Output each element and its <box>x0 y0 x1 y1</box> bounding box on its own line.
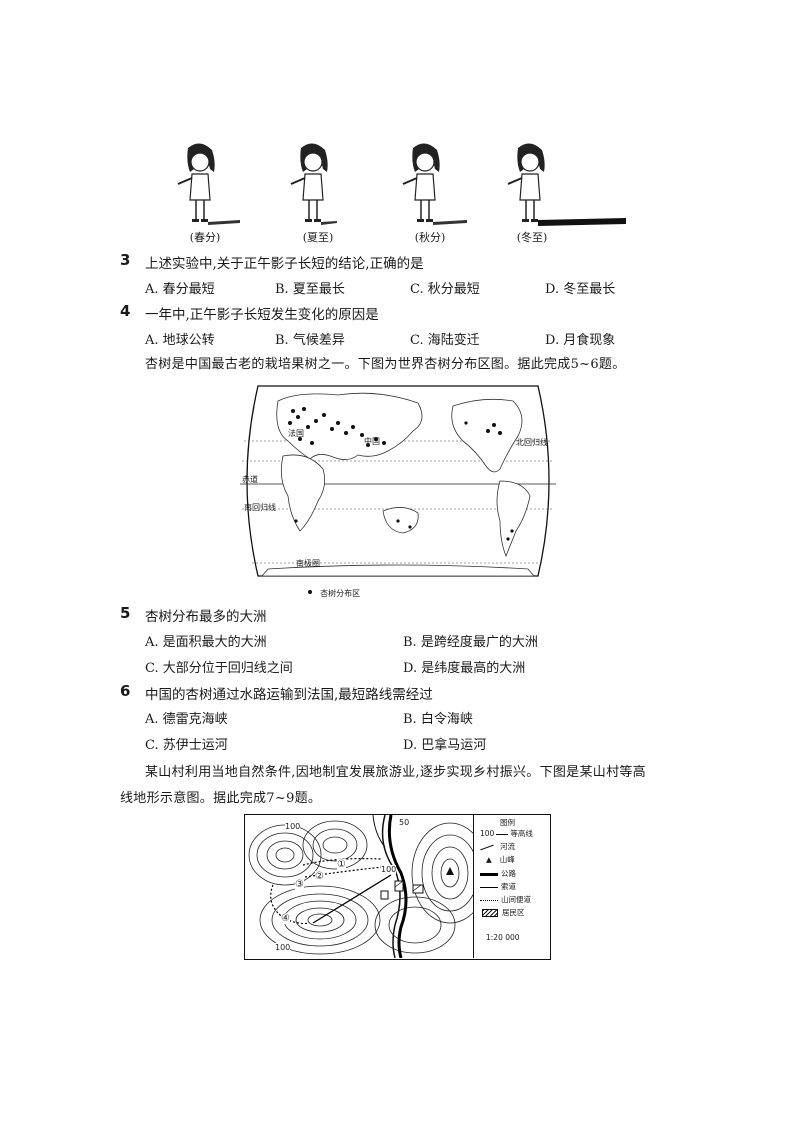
option-a[interactable]: A. 春分最短 <box>145 282 215 297</box>
legend-row-cableway: 索道 <box>480 881 516 892</box>
figure-caption: (夏至) <box>302 231 334 244</box>
legend-label: 居民区 <box>502 908 525 917</box>
label-france: 法国 <box>288 429 304 438</box>
contour-map-figure: 100 50 100 100 ① ② ③ ④ 图例 100 等高线 河流 ▲ 山峰 … <box>244 814 551 960</box>
contour-map <box>248 815 473 958</box>
map-legend: 杏树分布区 <box>308 581 360 600</box>
legend-label: 杏树分布区 <box>320 589 361 598</box>
option-c[interactable]: C. 苏伊士运河 <box>145 738 228 753</box>
legend-label: 山峰 <box>499 855 515 864</box>
world-map-figure: 法国 中国 北回归线 赤道 南回归线 南极圈 杏树分布区 <box>238 381 558 598</box>
label-tropic-south: 南回归线 <box>244 503 276 512</box>
girl-figure-spring <box>177 143 240 225</box>
contour-label: 100 <box>381 865 397 874</box>
option-d[interactable]: D. 是纬度最高的大洲 <box>403 661 526 676</box>
route-marker-3: ③ <box>295 879 304 890</box>
option-a[interactable]: A. 德雷克海峡 <box>145 712 228 727</box>
world-map <box>240 385 556 577</box>
legend-row-contour: 100 等高线 <box>480 828 533 839</box>
girl-figure-summer <box>290 143 337 225</box>
option-c[interactable]: C. 大部分位于回归线之间 <box>145 661 293 676</box>
river-icon <box>480 844 494 850</box>
highway-icon <box>480 872 498 876</box>
legend-row-river: 河流 <box>480 841 515 852</box>
option-a[interactable]: A. 是面积最大的大洲 <box>145 635 267 650</box>
legend-contour-sample: 100 <box>480 829 495 838</box>
intro-paragraph-apricot: 杏树是中国最古老的栽培果树之一。下图为世界杏树分布区图。据此完成5~6题。 <box>145 357 626 372</box>
option-a[interactable]: A. 地球公转 <box>145 333 215 348</box>
option-c[interactable]: C. 秋分最短 <box>410 282 480 297</box>
contour-label: 100 <box>275 943 291 952</box>
question-number: 3 <box>120 251 131 269</box>
route-marker-4: ④ <box>281 913 290 924</box>
legend-row-mountain-path: 山间便道 <box>480 894 531 905</box>
girl-figure-autumn <box>402 143 467 225</box>
legend-label: 索道 <box>501 882 516 891</box>
legend-row-highway: 公路 <box>480 868 516 879</box>
question-stem: 中国的杏树通过水路运输到法国,最短路线需经过 <box>145 687 433 703</box>
legend-row-settlement: 居民区 <box>480 907 525 918</box>
question-number: 4 <box>120 302 131 320</box>
legend-title: 图例 <box>500 818 515 827</box>
option-b[interactable]: B. 气候差异 <box>275 333 345 348</box>
legend-label: 公路 <box>501 869 516 878</box>
option-d[interactable]: D. 巴拿马运河 <box>403 738 487 753</box>
girl-figure-winter <box>507 143 626 226</box>
figure-caption: (冬至) <box>516 231 548 244</box>
question-stem: 杏树分布最多的大洲 <box>145 609 267 625</box>
label-antarctic-circle: 南极圈 <box>296 559 320 568</box>
option-d[interactable]: D. 月食现象 <box>545 333 616 348</box>
route-marker-2: ② <box>315 871 324 882</box>
option-b[interactable]: B. 是跨经度最广的大洲 <box>403 635 538 650</box>
legend-dot-icon <box>308 589 312 594</box>
legend-scale: 1:20 000 <box>486 933 520 942</box>
label-tropic-north: 北回归线 <box>516 438 548 447</box>
figure-caption: (春分) <box>189 231 221 244</box>
cableway-icon <box>480 886 498 888</box>
legend-label: 河流 <box>500 842 515 851</box>
label-equator: 赤道 <box>242 475 258 484</box>
settlement-icon <box>482 909 498 917</box>
legend-label: 山间便道 <box>501 895 531 904</box>
contour-label: 50 <box>399 818 410 827</box>
label-china: 中国 <box>364 437 380 446</box>
contour-legend: 图例 100 等高线 河流 ▲ 山峰 公路 索道 山间便道 居民区 1:20 000 <box>473 815 550 958</box>
contour-label: 100 <box>285 822 301 831</box>
intro-paragraph-village-line1: 某山村利用当地自然条件,因地制宜发展旅游业,逐步实现乡村振兴。下图是某山村等高 <box>145 765 646 780</box>
legend-label: 等高线 <box>510 829 533 838</box>
option-c[interactable]: C. 海陆变迁 <box>410 333 480 348</box>
option-b[interactable]: B. 夏至最长 <box>275 282 345 297</box>
route-marker-1: ① <box>337 859 346 870</box>
legend-row-peak: ▲ 山峰 <box>480 854 515 865</box>
question-number: 6 <box>120 682 131 700</box>
mountain-path-icon <box>480 899 498 901</box>
question-number: 5 <box>120 604 131 622</box>
contour-line-icon <box>496 833 509 835</box>
intro-paragraph-village-line2: 线地形示意图。据此完成7~9题。 <box>120 791 322 806</box>
question-stem: 上述实验中,关于正午影子长短的结论,正确的是 <box>145 256 424 272</box>
figure-caption: (秋分) <box>414 231 446 244</box>
option-b[interactable]: B. 白令海峡 <box>403 712 473 727</box>
peak-icon: ▲ <box>486 855 492 864</box>
option-d[interactable]: D. 冬至最长 <box>545 282 616 297</box>
question-stem: 一年中,正午影子长短发生变化的原因是 <box>145 307 379 323</box>
